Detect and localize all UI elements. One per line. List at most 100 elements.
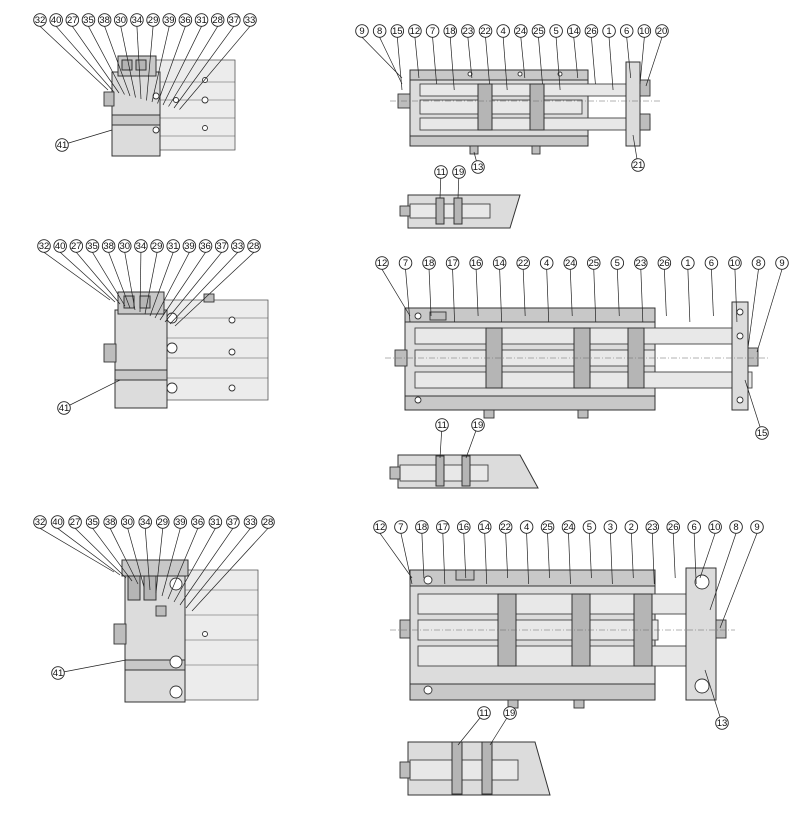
label-number: 27 bbox=[71, 241, 82, 252]
leader-line bbox=[149, 252, 174, 317]
label-number: 14 bbox=[479, 522, 490, 533]
label-circle bbox=[704, 256, 719, 270]
leader-line bbox=[57, 659, 127, 674]
label-circle bbox=[191, 515, 205, 529]
label-number: 34 bbox=[132, 15, 143, 26]
label-number: 22 bbox=[518, 258, 529, 269]
leader-line bbox=[144, 252, 158, 315]
leader-line bbox=[547, 533, 550, 579]
leader-line bbox=[174, 252, 255, 327]
part-label: 40 bbox=[53, 239, 116, 303]
label-circle bbox=[471, 418, 485, 432]
part-label: 16 bbox=[469, 256, 483, 317]
label-circle bbox=[375, 256, 389, 270]
part-label: 31 bbox=[149, 239, 180, 317]
leader-line bbox=[485, 37, 490, 85]
label-number: 5 bbox=[615, 258, 620, 269]
label-number: 37 bbox=[229, 15, 240, 26]
label-number: 5 bbox=[587, 522, 592, 533]
leader-line bbox=[59, 252, 116, 303]
label-number: 28 bbox=[249, 241, 260, 252]
leader-line bbox=[167, 528, 199, 600]
leader-line bbox=[463, 533, 467, 579]
leader-line bbox=[499, 269, 502, 323]
label-circle bbox=[85, 239, 100, 253]
part-label: 16 bbox=[457, 520, 471, 579]
leader-line bbox=[92, 528, 133, 582]
label-circle bbox=[394, 520, 408, 534]
label-number: 22 bbox=[480, 26, 491, 37]
leader-line bbox=[640, 269, 644, 323]
leader-line bbox=[626, 37, 632, 79]
part-label: 5 bbox=[610, 256, 625, 317]
label-circle bbox=[57, 401, 71, 415]
label-circle bbox=[561, 520, 576, 534]
label-circle bbox=[681, 256, 695, 270]
label-circle bbox=[657, 256, 672, 270]
leader-line bbox=[61, 129, 113, 146]
leader-line bbox=[381, 269, 411, 317]
leader-line bbox=[452, 269, 455, 323]
part-label: 26 bbox=[584, 24, 599, 85]
leader-line bbox=[151, 26, 170, 103]
label-circle bbox=[435, 418, 449, 432]
label-circle bbox=[226, 515, 240, 529]
label-number: 24 bbox=[563, 522, 574, 533]
leader-line bbox=[568, 533, 571, 585]
leader-line bbox=[154, 252, 190, 319]
part-label: 40 bbox=[50, 515, 121, 576]
label-circle bbox=[584, 24, 599, 38]
part-label: 9 bbox=[355, 24, 403, 79]
label-number: 13 bbox=[473, 162, 484, 173]
leader-line bbox=[432, 37, 437, 85]
part-label: 17 bbox=[445, 256, 460, 323]
label-circle bbox=[210, 13, 225, 27]
label-number: 6 bbox=[692, 522, 697, 533]
label-circle bbox=[373, 520, 387, 534]
label-number: 40 bbox=[51, 15, 62, 26]
label-circle bbox=[162, 13, 176, 27]
leader-line bbox=[173, 26, 235, 109]
label-number: 4 bbox=[524, 522, 529, 533]
part-label: 28 bbox=[174, 239, 261, 327]
label-number: 6 bbox=[624, 26, 629, 37]
part-label: 28 bbox=[168, 13, 225, 107]
leader-line bbox=[76, 252, 121, 305]
label-circle bbox=[101, 239, 116, 253]
label-number: 10 bbox=[710, 522, 721, 533]
label-circle bbox=[457, 520, 471, 534]
label-number: 14 bbox=[568, 26, 579, 37]
label-number: 12 bbox=[410, 26, 421, 37]
label-number: 32 bbox=[39, 241, 50, 252]
leader-line bbox=[63, 379, 121, 409]
label-circle bbox=[156, 515, 170, 529]
label-circle bbox=[103, 515, 117, 529]
part-label: 22 bbox=[516, 256, 530, 317]
label-circle bbox=[173, 515, 188, 529]
part-label: 27 bbox=[69, 239, 121, 305]
label-number: 39 bbox=[164, 15, 175, 26]
label-circle bbox=[150, 239, 164, 253]
leader-line bbox=[169, 252, 239, 325]
label-number: 11 bbox=[436, 167, 446, 178]
part-label: 31 bbox=[162, 13, 209, 106]
label-circle bbox=[498, 520, 513, 534]
part-label: 41 bbox=[57, 379, 121, 415]
label-number: 9 bbox=[359, 26, 364, 37]
label-number: 31 bbox=[168, 241, 179, 252]
leader-line bbox=[734, 269, 738, 323]
leader-line bbox=[719, 533, 758, 629]
part-label: 39 bbox=[151, 13, 176, 103]
leader-line bbox=[687, 269, 691, 323]
leader-line bbox=[108, 252, 131, 309]
label-circle bbox=[261, 515, 275, 529]
part-label: 6 bbox=[687, 520, 701, 585]
leader-line bbox=[744, 379, 763, 434]
label-number: 41 bbox=[57, 140, 68, 151]
leader-line bbox=[569, 269, 573, 317]
label-number: 36 bbox=[200, 241, 211, 252]
leader-line bbox=[711, 269, 714, 317]
label-number: 4 bbox=[544, 258, 549, 269]
part-label: 8 bbox=[747, 256, 766, 349]
